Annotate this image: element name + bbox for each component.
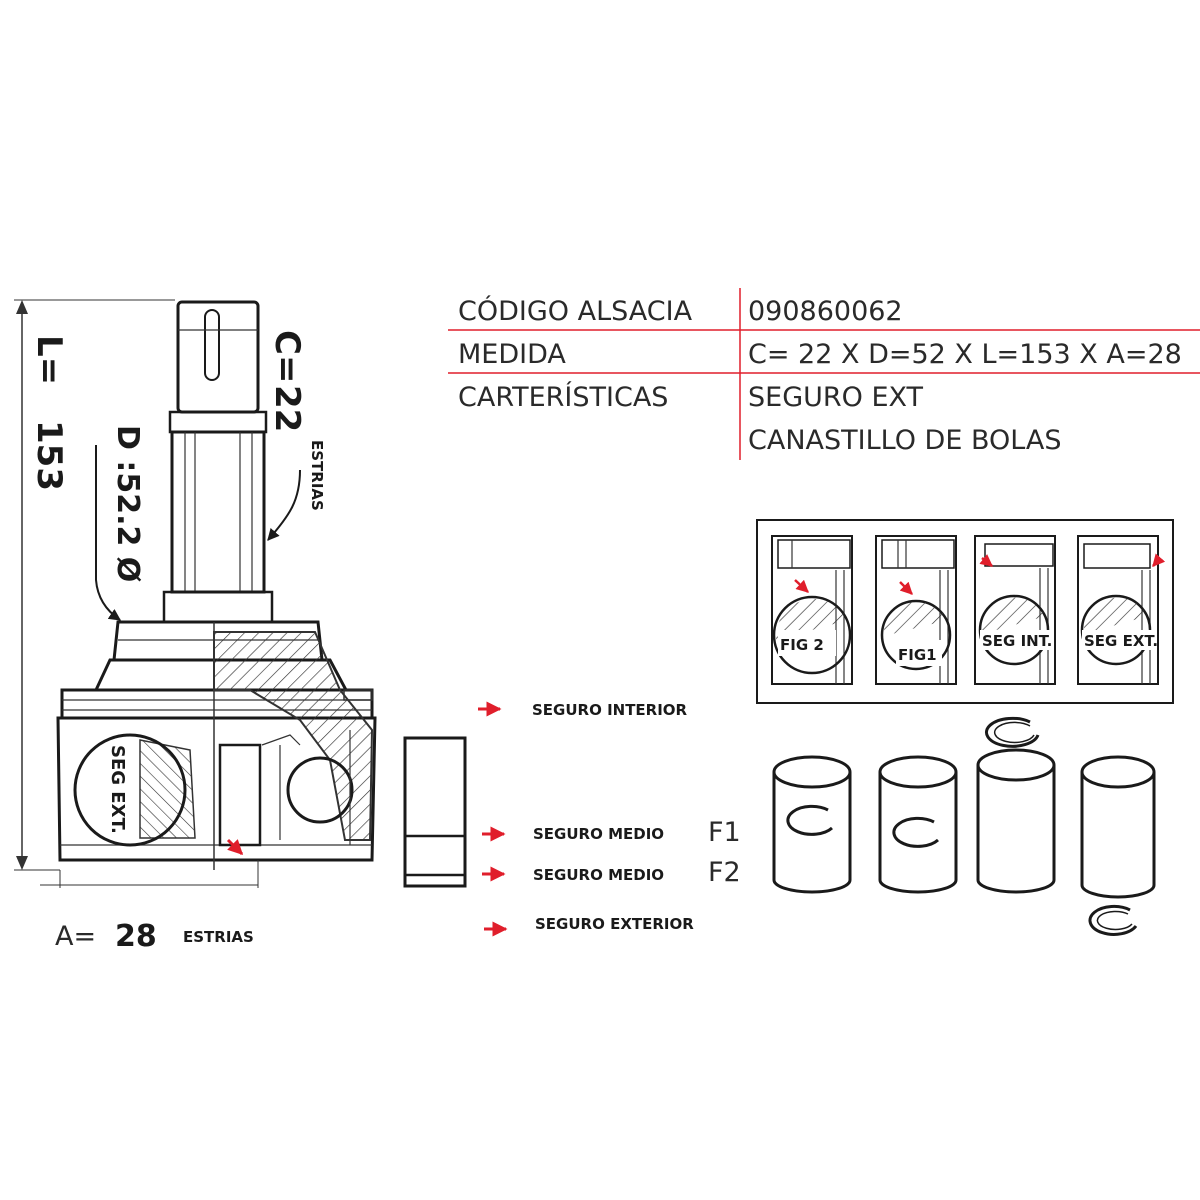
spec-value: C= 22 X D=52 X L=153 X A=28	[748, 339, 1182, 370]
fig-panel-4: SEG EXT.	[1077, 535, 1166, 685]
diameter-arrow	[95, 445, 121, 621]
figure-panel: FIG 2 FIG1 SEG INT.	[756, 519, 1174, 704]
spline-count-label: C=	[267, 330, 307, 383]
spec-value: SEGURO EXT	[748, 382, 924, 413]
legend-label: SEGURO MEDIO	[533, 866, 664, 884]
spline-count-value: 22	[267, 385, 307, 432]
a-unit: ESTRIAS	[183, 928, 254, 946]
length-label: L=	[29, 335, 69, 385]
circlip-cylinders	[772, 716, 1156, 936]
spline-arrow	[267, 469, 301, 541]
ring-legend: SEGURO INTERIOR SEGURO MEDIO F1 SEGURO M…	[403, 701, 741, 937]
fig-label: FIG 2	[780, 636, 824, 654]
length-value: 153	[29, 420, 69, 491]
spec-key: MEDIDA	[458, 339, 566, 370]
legend-suffix: F2	[708, 857, 741, 888]
cylinder-2	[878, 755, 958, 894]
fig-label: SEG EXT.	[1084, 632, 1158, 650]
fig-panel-3: SEG INT.	[974, 535, 1056, 685]
legend-label: SEGURO EXTERIOR	[535, 915, 694, 933]
fig-panel-2: FIG1	[875, 535, 957, 685]
cylinder-1	[772, 755, 852, 894]
spec-table: CÓDIGO ALSACIA 090860062 MEDIDA C= 22 X …	[448, 288, 1200, 460]
fig-label: SEG INT.	[982, 632, 1052, 650]
cylinder-3	[976, 748, 1056, 894]
spec-key: CARTERÍSTICAS	[458, 381, 668, 413]
spline-unit-top: ESTRIAS	[308, 440, 326, 511]
legend-suffix: F1	[708, 817, 741, 848]
spec-key: CÓDIGO ALSACIA	[458, 295, 693, 327]
spec-value: CANASTILLO DE BOLAS	[748, 425, 1062, 456]
spec-value: 090860062	[748, 296, 903, 327]
seg-ext-label: SEG EXT.	[107, 745, 128, 834]
a-dimension-lines	[40, 860, 259, 888]
bell-housing	[56, 620, 377, 870]
fig-panel-1: FIG 2	[771, 535, 853, 685]
legend-label: SEGURO INTERIOR	[532, 701, 688, 719]
circlip-icon	[1088, 904, 1138, 936]
splined-shaft	[162, 300, 274, 624]
cylinder-4	[1080, 755, 1156, 899]
fig-label: FIG1	[898, 646, 937, 664]
diameter-label: D :52.2 Ø	[110, 425, 145, 582]
a-value: 28	[115, 919, 157, 954]
length-dimension	[14, 299, 175, 871]
a-label: A=	[55, 921, 96, 952]
circlip-icon	[985, 716, 1040, 748]
ring-sleeve-diagram	[403, 736, 467, 888]
legend-label: SEGURO MEDIO	[533, 825, 664, 843]
